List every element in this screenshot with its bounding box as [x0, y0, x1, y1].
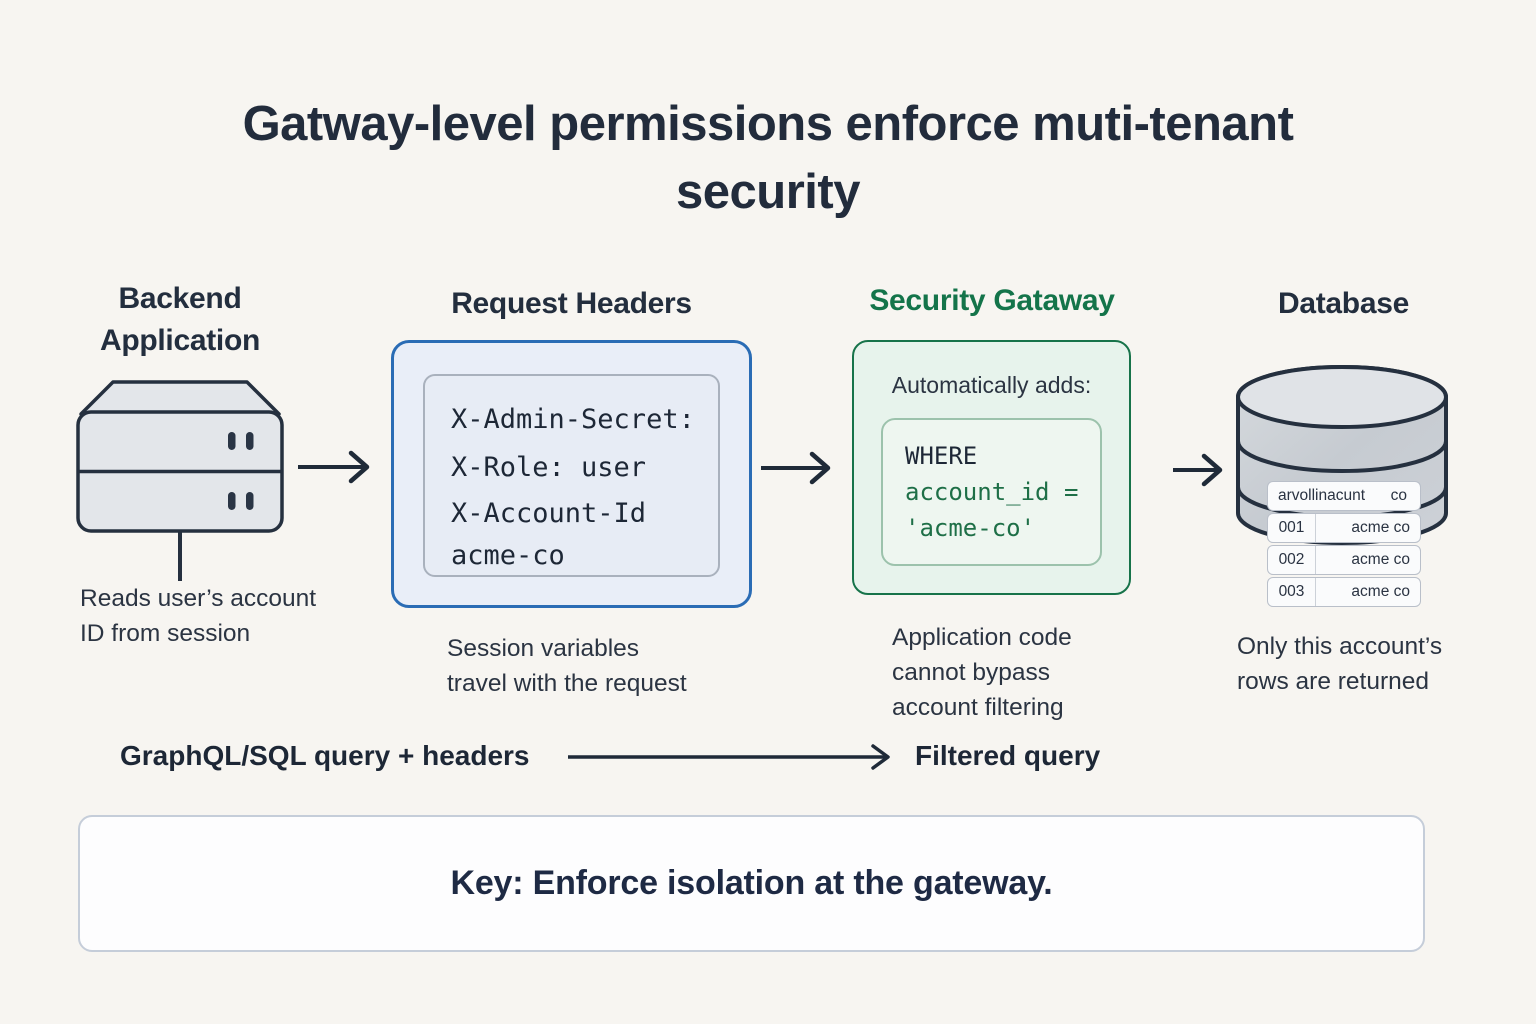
- arrow-right-icon: [1173, 453, 1223, 487]
- caption-line: cannot bypass: [892, 659, 1050, 686]
- code-keyword: WHERE: [905, 442, 978, 470]
- code-line: X-Admin-Secret:: [451, 404, 695, 435]
- page-title-line1: Gatway-level permissions enforce muti-te…: [242, 97, 1294, 151]
- row-id: 003: [1268, 578, 1316, 606]
- gateway-code-panel: WHERE account_id = 'acme-co': [881, 418, 1102, 566]
- table-header-col2: co: [1390, 487, 1407, 504]
- row-id: 001: [1268, 514, 1316, 542]
- request-headers-heading: Request Headers: [451, 287, 692, 320]
- flow-right-label: Filtered query: [915, 740, 1101, 771]
- key-takeaway-text: Key: Enforce isolation at the gateway.: [450, 864, 1053, 902]
- request-headers-caption: Session variables travel with the reques…: [447, 631, 687, 701]
- backend-heading: Backend Application: [99, 282, 261, 357]
- gateway-label: Automatically adds:: [891, 372, 1092, 398]
- caption-line: rows are returned: [1237, 668, 1430, 695]
- table-row: 002 acme co: [1267, 545, 1421, 575]
- table-header-col1: arvollinacunt: [1278, 487, 1366, 504]
- code-line: acme-co: [451, 540, 565, 571]
- table-row: 003 acme co: [1267, 577, 1421, 607]
- caption-line: ID from session: [80, 620, 251, 647]
- caption-line: Session variables: [447, 635, 640, 662]
- table-header-row: arvollinacunt co: [1267, 481, 1421, 511]
- table-row: 001 acme co: [1267, 513, 1421, 543]
- request-headers-code-panel: X-Admin-Secret: X-Role: user X-Account-I…: [423, 374, 720, 577]
- code-line: X-Account-Id: [451, 498, 647, 529]
- caption-line: Only this account’s: [1237, 633, 1443, 660]
- flow-arrow-right-icon: [568, 744, 890, 770]
- row-value: acme co: [1351, 583, 1410, 600]
- row-id: 002: [1268, 546, 1316, 574]
- code-line: 'acme-co': [905, 514, 1036, 542]
- database-caption: Only this account’s rows are returned: [1237, 629, 1442, 699]
- caption-line: Application code: [892, 624, 1072, 651]
- row-value: acme co: [1351, 519, 1410, 536]
- security-gateway-caption: Application code cannot bypass account f…: [892, 620, 1072, 725]
- arrow-right-icon: [298, 450, 370, 484]
- caption-line: Reads user’s account: [80, 585, 317, 612]
- server-icon: [76, 380, 284, 581]
- security-gateway-heading: Security Gataway: [869, 284, 1115, 317]
- key-takeaway-box: Key: Enforce isolation at the gateway.: [78, 815, 1425, 952]
- page-title: Gatway-level permissions enforce muti-te…: [0, 90, 1536, 226]
- security-gateway-box: Automatically adds: WHERE account_id = '…: [852, 340, 1131, 595]
- request-headers-box: X-Admin-Secret: X-Role: user X-Account-I…: [391, 340, 752, 608]
- code-line: account_id =: [905, 478, 1079, 506]
- backend-caption: Reads user’s account ID from session: [80, 581, 316, 651]
- caption-line: travel with the request: [447, 670, 687, 697]
- page-title-line2: security: [676, 165, 860, 219]
- row-value: acme co: [1351, 551, 1410, 568]
- code-line: X-Role: user: [451, 452, 647, 483]
- caption-line: account filtering: [892, 694, 1064, 721]
- database-heading: Database: [1277, 287, 1409, 320]
- arrow-right-icon: [761, 451, 831, 485]
- flow-left-label: GraphQL/SQL query + headers: [120, 740, 530, 771]
